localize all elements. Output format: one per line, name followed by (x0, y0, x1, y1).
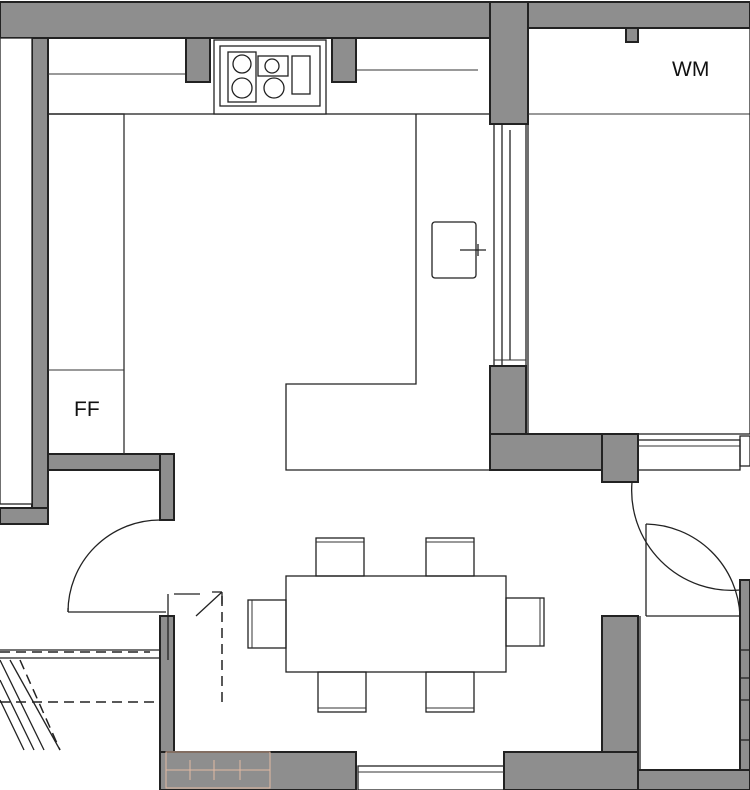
wall-top (0, 1, 529, 39)
chair-bottom-right (425, 671, 475, 713)
stairs (0, 591, 223, 751)
wall-bottom-right (503, 751, 639, 790)
fridge-freezer-label: FF (74, 398, 100, 421)
hob-wall-left (185, 37, 211, 83)
wall-left (31, 37, 49, 525)
wall-top-utility (527, 1, 750, 29)
chair-left (247, 599, 287, 649)
wall-far-right (739, 579, 750, 790)
chair-top-left (315, 537, 365, 577)
right-column (739, 649, 750, 741)
utility-vent (625, 27, 639, 43)
dining-set (247, 537, 545, 713)
wall-divider-top (489, 1, 529, 125)
right-counter (285, 114, 490, 471)
door-swing-left (67, 519, 161, 613)
bottom-window (357, 765, 505, 790)
left-wall-window (0, 37, 33, 505)
chair-top-right (425, 537, 475, 577)
kitchen-counters (47, 37, 491, 471)
doors (67, 481, 741, 770)
utility-counter (527, 27, 750, 435)
dining-table (285, 575, 507, 673)
wall-ff-partition-end (159, 453, 175, 521)
wall-ff-partition (47, 453, 175, 471)
wall-utility-bottom-end (601, 433, 639, 483)
chair-right (505, 597, 545, 647)
wall-far-right-bottom (637, 769, 750, 790)
wall-bottom-left (159, 751, 357, 790)
wall-stair (159, 615, 175, 753)
washing-machine-label: WM (672, 58, 709, 81)
internal-glazing (493, 124, 527, 366)
bottom-faint-door (165, 751, 271, 789)
hob-wall-right (331, 37, 357, 83)
chair-bottom-left (317, 671, 367, 713)
sink-icon (431, 221, 486, 279)
door-swing-right (631, 481, 741, 591)
utility-room: WM (527, 27, 750, 471)
wall-left-return (0, 507, 49, 525)
hob-icon (213, 39, 327, 115)
